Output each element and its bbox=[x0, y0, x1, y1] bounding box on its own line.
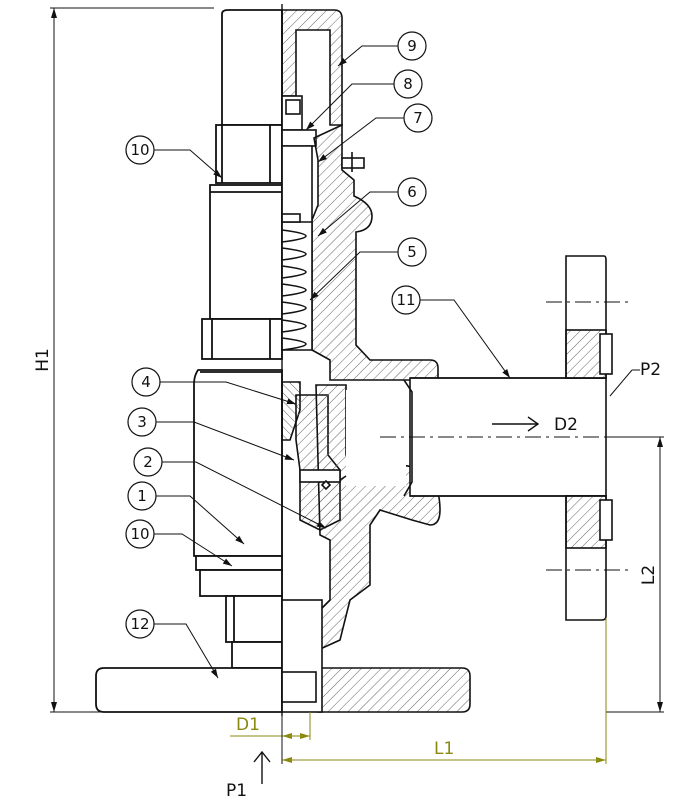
dim-l2: L2 bbox=[639, 565, 659, 585]
dim-l1: L1 bbox=[434, 739, 454, 759]
callout-10b: 10 bbox=[125, 519, 233, 567]
callout-circle bbox=[125, 519, 155, 549]
callout-leader bbox=[420, 299, 511, 379]
callout-circle bbox=[397, 177, 427, 207]
callout-leader bbox=[305, 83, 394, 131]
callout-circle bbox=[127, 481, 157, 511]
callout-arrowhead bbox=[222, 558, 232, 566]
leader-p2 bbox=[609, 369, 640, 397]
dim-d1: D1 bbox=[236, 715, 260, 735]
callout-10a: 10 bbox=[125, 135, 223, 179]
callout-leader bbox=[160, 381, 297, 405]
callout-circle bbox=[391, 285, 421, 315]
callout-circle bbox=[133, 447, 163, 477]
callout-circle bbox=[125, 135, 155, 165]
label-d2: D2 bbox=[554, 415, 578, 435]
callout-number: 5 bbox=[407, 243, 417, 261]
callout-leader bbox=[156, 421, 295, 461]
callout-6: 6 bbox=[317, 177, 427, 237]
label-p2: P2 bbox=[640, 360, 661, 380]
callout-arrowhead bbox=[338, 57, 347, 66]
flow-arrow-d2 bbox=[492, 416, 540, 432]
callout-number: 11 bbox=[396, 291, 415, 309]
callout-layer: 9 87 10 6 5 11 4 3 2 1 10 12 bbox=[125, 31, 511, 679]
callout-number: 1 bbox=[137, 487, 147, 505]
callout-arrowhead bbox=[318, 154, 327, 162]
label-p1: P1 bbox=[226, 781, 247, 800]
arrowheads bbox=[51, 8, 663, 763]
callout-12: 12 bbox=[125, 609, 219, 679]
callout-number: 6 bbox=[407, 183, 417, 201]
callout-number: 10 bbox=[130, 525, 149, 543]
callout-leader bbox=[156, 495, 245, 545]
callout-1: 1 bbox=[127, 481, 245, 545]
callout-number: 9 bbox=[407, 37, 417, 55]
callout-2: 2 bbox=[133, 447, 327, 529]
callout-number: 4 bbox=[141, 373, 151, 391]
callout-leader bbox=[154, 533, 233, 567]
callout-arrowhead bbox=[316, 521, 326, 528]
callout-circle bbox=[397, 237, 427, 267]
callout-8: 8 bbox=[305, 69, 423, 131]
callout-arrowhead bbox=[213, 169, 222, 178]
callout-arrowhead bbox=[284, 453, 294, 460]
callout-number: 8 bbox=[403, 75, 413, 93]
callout-circle bbox=[131, 367, 161, 397]
callout-leader bbox=[154, 623, 219, 679]
callout-leader bbox=[154, 149, 223, 179]
callout-number: 7 bbox=[413, 109, 423, 127]
callout-5: 5 bbox=[309, 237, 427, 301]
callout-arrowhead bbox=[306, 121, 315, 130]
exterior-view bbox=[95, 9, 283, 713]
callout-arrowhead bbox=[210, 668, 218, 678]
dim-h1: H1 bbox=[33, 348, 53, 372]
callout-circle bbox=[127, 407, 157, 437]
callout-arrowhead bbox=[286, 398, 296, 405]
callout-leader bbox=[309, 251, 398, 301]
callout-circle bbox=[397, 31, 427, 61]
callout-leader bbox=[162, 461, 327, 529]
callout-arrowhead bbox=[318, 227, 327, 236]
callout-7: 7 bbox=[317, 103, 433, 163]
callout-leader bbox=[317, 191, 398, 237]
callout-number: 2 bbox=[143, 453, 153, 471]
callout-number: 3 bbox=[137, 413, 147, 431]
callout-arrowhead bbox=[502, 368, 510, 378]
callout-4: 4 bbox=[131, 367, 297, 405]
callout-leader bbox=[317, 117, 404, 163]
callout-circle bbox=[403, 103, 433, 133]
flow-arrow-p1 bbox=[253, 750, 271, 784]
dimension-lines-green bbox=[230, 618, 607, 764]
callout-11: 11 bbox=[391, 285, 511, 379]
callout-leader bbox=[337, 45, 398, 67]
callout-arrowhead bbox=[310, 291, 319, 300]
callout-number: 12 bbox=[130, 615, 149, 633]
dimension-lines bbox=[50, 7, 664, 713]
callout-9: 9 bbox=[337, 31, 427, 67]
callout-circle bbox=[125, 609, 155, 639]
callout-arrowhead bbox=[235, 535, 244, 544]
callout-3: 3 bbox=[127, 407, 295, 461]
section-view bbox=[281, 9, 613, 713]
callout-circle bbox=[393, 69, 423, 99]
callout-number: 10 bbox=[130, 141, 149, 159]
